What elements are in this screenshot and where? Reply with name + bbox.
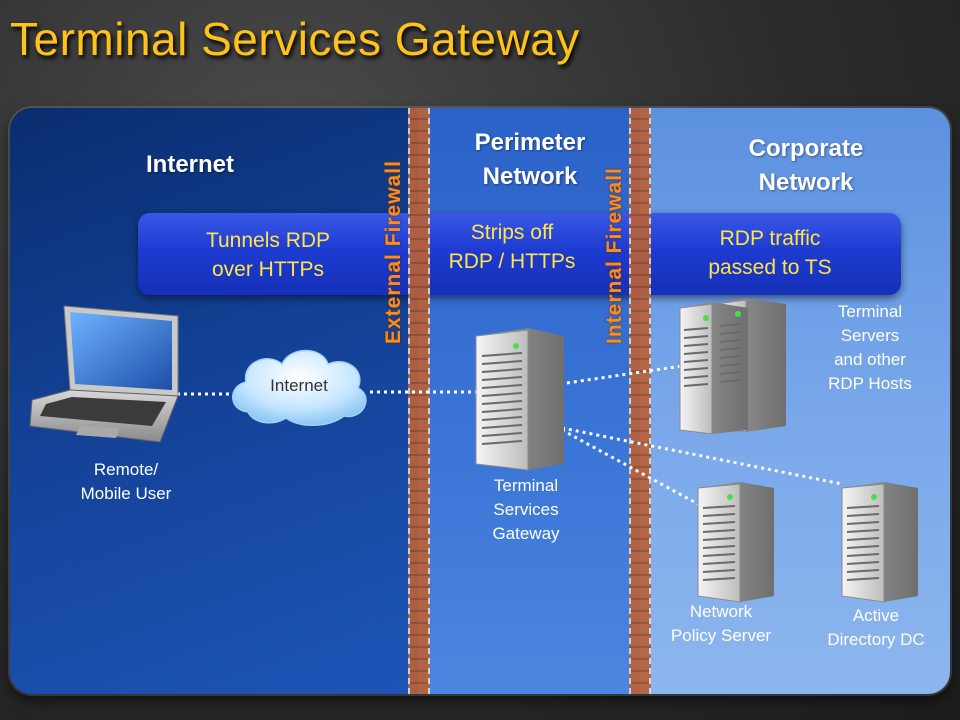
cloud-label: Internet bbox=[270, 376, 328, 395]
laptop-icon bbox=[29, 305, 179, 443]
rdp-flow-band bbox=[138, 213, 901, 295]
gateway-to-nps-line bbox=[561, 428, 699, 506]
external-firewall bbox=[408, 108, 430, 694]
connection-lines bbox=[170, 364, 843, 506]
internal-firewall bbox=[629, 108, 651, 694]
remote-user-label: Remote/Mobile User bbox=[80, 460, 172, 503]
page-title: Terminal Services Gateway bbox=[10, 13, 580, 65]
ad-server-icon bbox=[841, 482, 918, 603]
internet-zone-label: Internet bbox=[146, 151, 235, 178]
gateway-to-ad-line bbox=[561, 426, 843, 486]
gateway-to-terminal-servers-line bbox=[559, 364, 683, 386]
internet-cloud-icon bbox=[232, 349, 367, 426]
nps-server-icon bbox=[697, 482, 774, 603]
gateway-server-icon bbox=[475, 328, 564, 471]
terminal-servers-icon bbox=[679, 298, 786, 435]
